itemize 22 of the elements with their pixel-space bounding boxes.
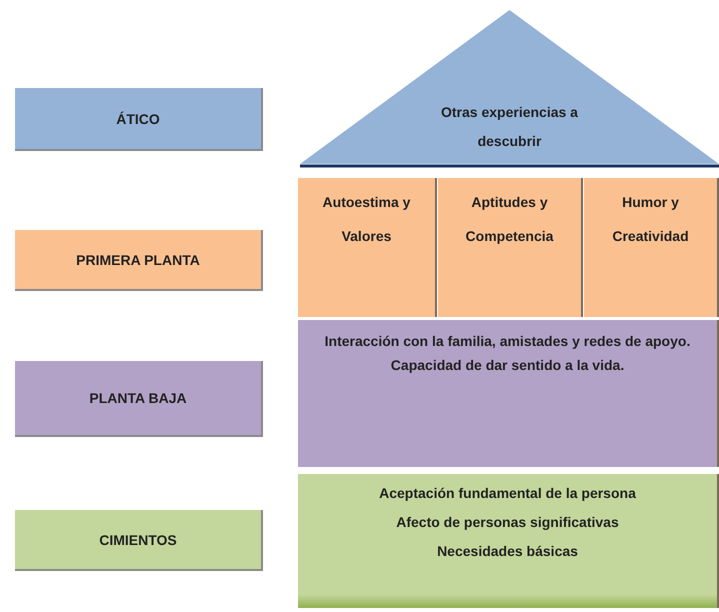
floor-text: Autoestima y Valores <box>322 193 412 246</box>
floor-box <box>298 178 437 317</box>
level-name: PLANTA BAJA <box>89 390 187 406</box>
level-name: CIMIENTOS <box>99 532 177 548</box>
floor-text: Necesidades básicas <box>437 542 578 561</box>
floor-text: Aceptación fundamental de la persona <box>379 484 636 503</box>
floor-box <box>298 474 719 608</box>
floor-text: Aptitudes y Competencia <box>464 193 554 246</box>
level-name: PRIMERA PLANTA <box>76 252 200 268</box>
floor-text: Afecto de personas significativas <box>396 512 619 532</box>
floor-text: Interacción con la familia, amistades y redes de apoyo. <box>324 332 690 351</box>
level-label-box <box>15 510 263 571</box>
level-name: ÁTICO <box>116 110 160 126</box>
floor-box <box>438 178 583 317</box>
level-label-box <box>15 361 263 437</box>
floor-text: Capacidad de dar sentido a la vida. <box>390 356 624 375</box>
floor-text: Humor y Creatividad <box>611 193 690 246</box>
floor-text: Otras experiencias a descubrir <box>440 103 579 152</box>
level-label-box <box>15 230 263 291</box>
level-label-box <box>15 88 263 151</box>
floor-box <box>298 320 719 467</box>
floor-box <box>584 178 719 317</box>
